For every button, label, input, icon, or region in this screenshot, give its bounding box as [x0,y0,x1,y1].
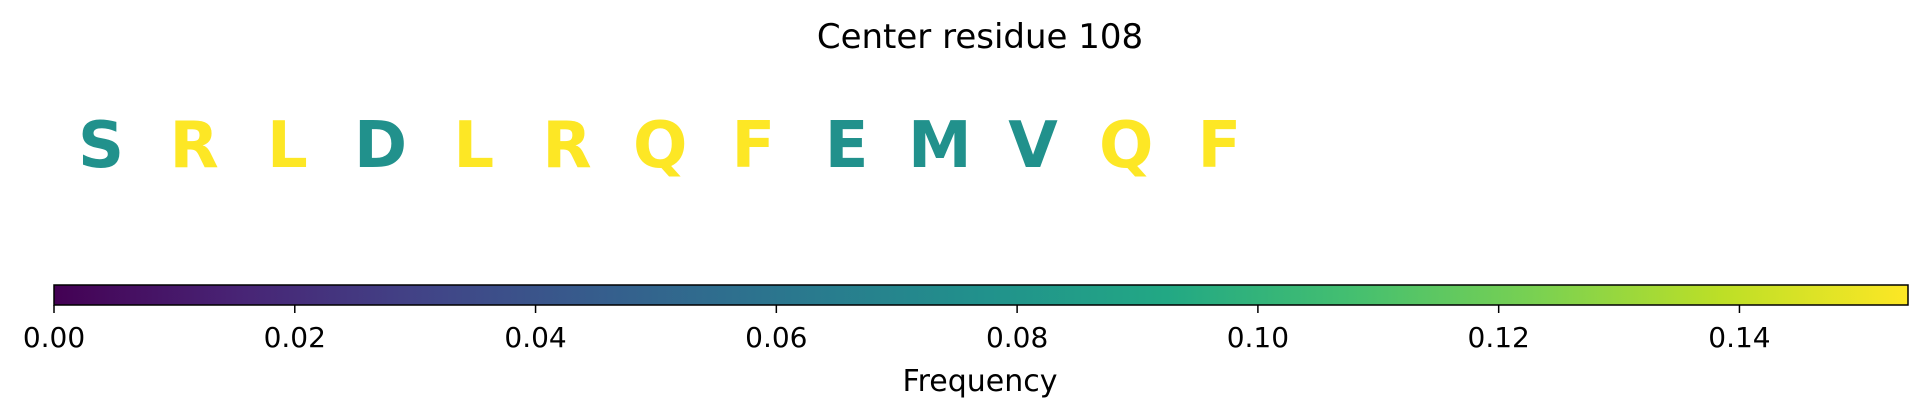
colorbar-tick-label: 0.04 [504,321,566,354]
residue-letter: D [354,109,407,183]
colorbar [53,284,1909,306]
residue-letter: Q [633,109,687,183]
residue-letter: S [78,109,124,183]
colorbar-label: Frequency [903,364,1058,399]
colorbar-tick-label: 0.10 [1227,321,1289,354]
colorbar-tick-label: 0.02 [264,321,326,354]
colorbar-tick-label: 0.00 [23,321,85,354]
residue-letter: L [453,109,494,183]
colorbar-tick-label: 0.08 [986,321,1048,354]
residue-letter: M [908,109,972,183]
residue-letter: R [542,109,591,183]
residue-letter: F [732,109,776,183]
residue-letter: Q [1099,109,1153,183]
colorbar-tick-label: 0.06 [745,321,807,354]
residue-letter: V [1008,109,1058,183]
residue-letter: F [1198,109,1242,183]
chart-title: Center residue 108 [817,17,1143,57]
colorbar-tick-label: 0.12 [1468,321,1530,354]
colorbar-tick-label: 0.14 [1708,321,1770,354]
residue-letter: E [825,109,869,183]
residue-letter: L [267,109,308,183]
colorbar-ticks: 0.00 0.02 0.04 0.06 0.08 0.10 0.12 0.14 [23,305,1771,354]
residue-letter: R [170,109,219,183]
